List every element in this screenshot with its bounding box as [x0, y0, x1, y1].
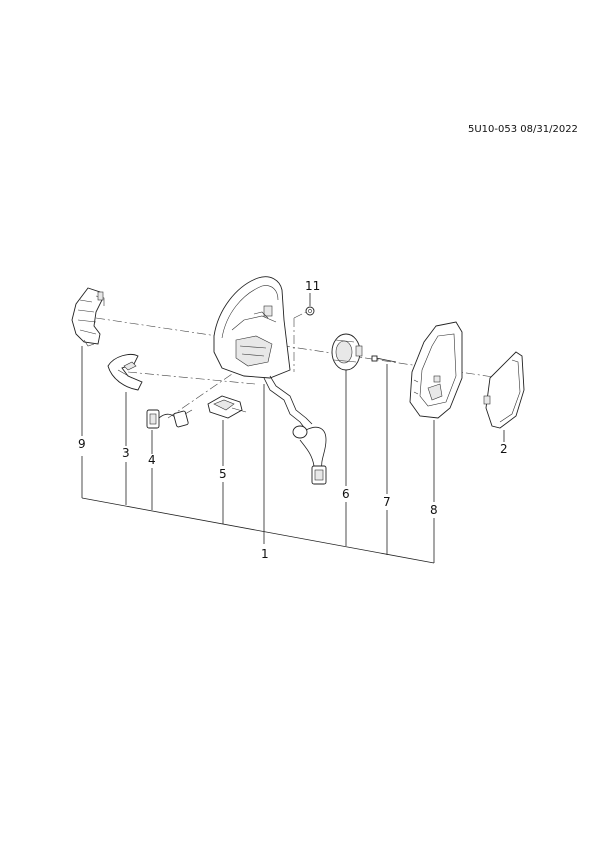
callout-3: 3: [122, 446, 130, 460]
assembly-bracket: [81, 456, 435, 564]
part-11-nut: [305, 306, 315, 316]
callout-4: 4: [148, 453, 156, 467]
part-3-lamp-cover: [107, 354, 143, 391]
part-7-screw: [371, 355, 397, 363]
part-5-puddle-lamp: [207, 395, 247, 419]
part-1-mirror-housing: [213, 276, 327, 485]
callout-1: 1: [261, 547, 269, 561]
callout-7: 7: [383, 495, 391, 509]
callout-labels: 11 9 3 4 5 1 6 7 8 2: [78, 279, 508, 561]
callout-5: 5: [219, 467, 227, 481]
callout-9: 9: [78, 437, 86, 451]
part-8-mirror-frame: [409, 321, 463, 419]
part-2-mirror-glass: [483, 351, 525, 429]
callout-8: 8: [430, 503, 438, 517]
callout-6: 6: [342, 487, 350, 501]
part-9-turn-signal-housing: [71, 287, 105, 347]
callout-11: 11: [305, 279, 320, 293]
callout-2: 2: [500, 442, 508, 456]
part-6-actuator: [331, 333, 363, 371]
document-id: 5U10-053 08/31/2022: [468, 124, 578, 135]
leader-lines: [81, 293, 505, 544]
part-4-bulb-socket: [146, 409, 193, 429]
